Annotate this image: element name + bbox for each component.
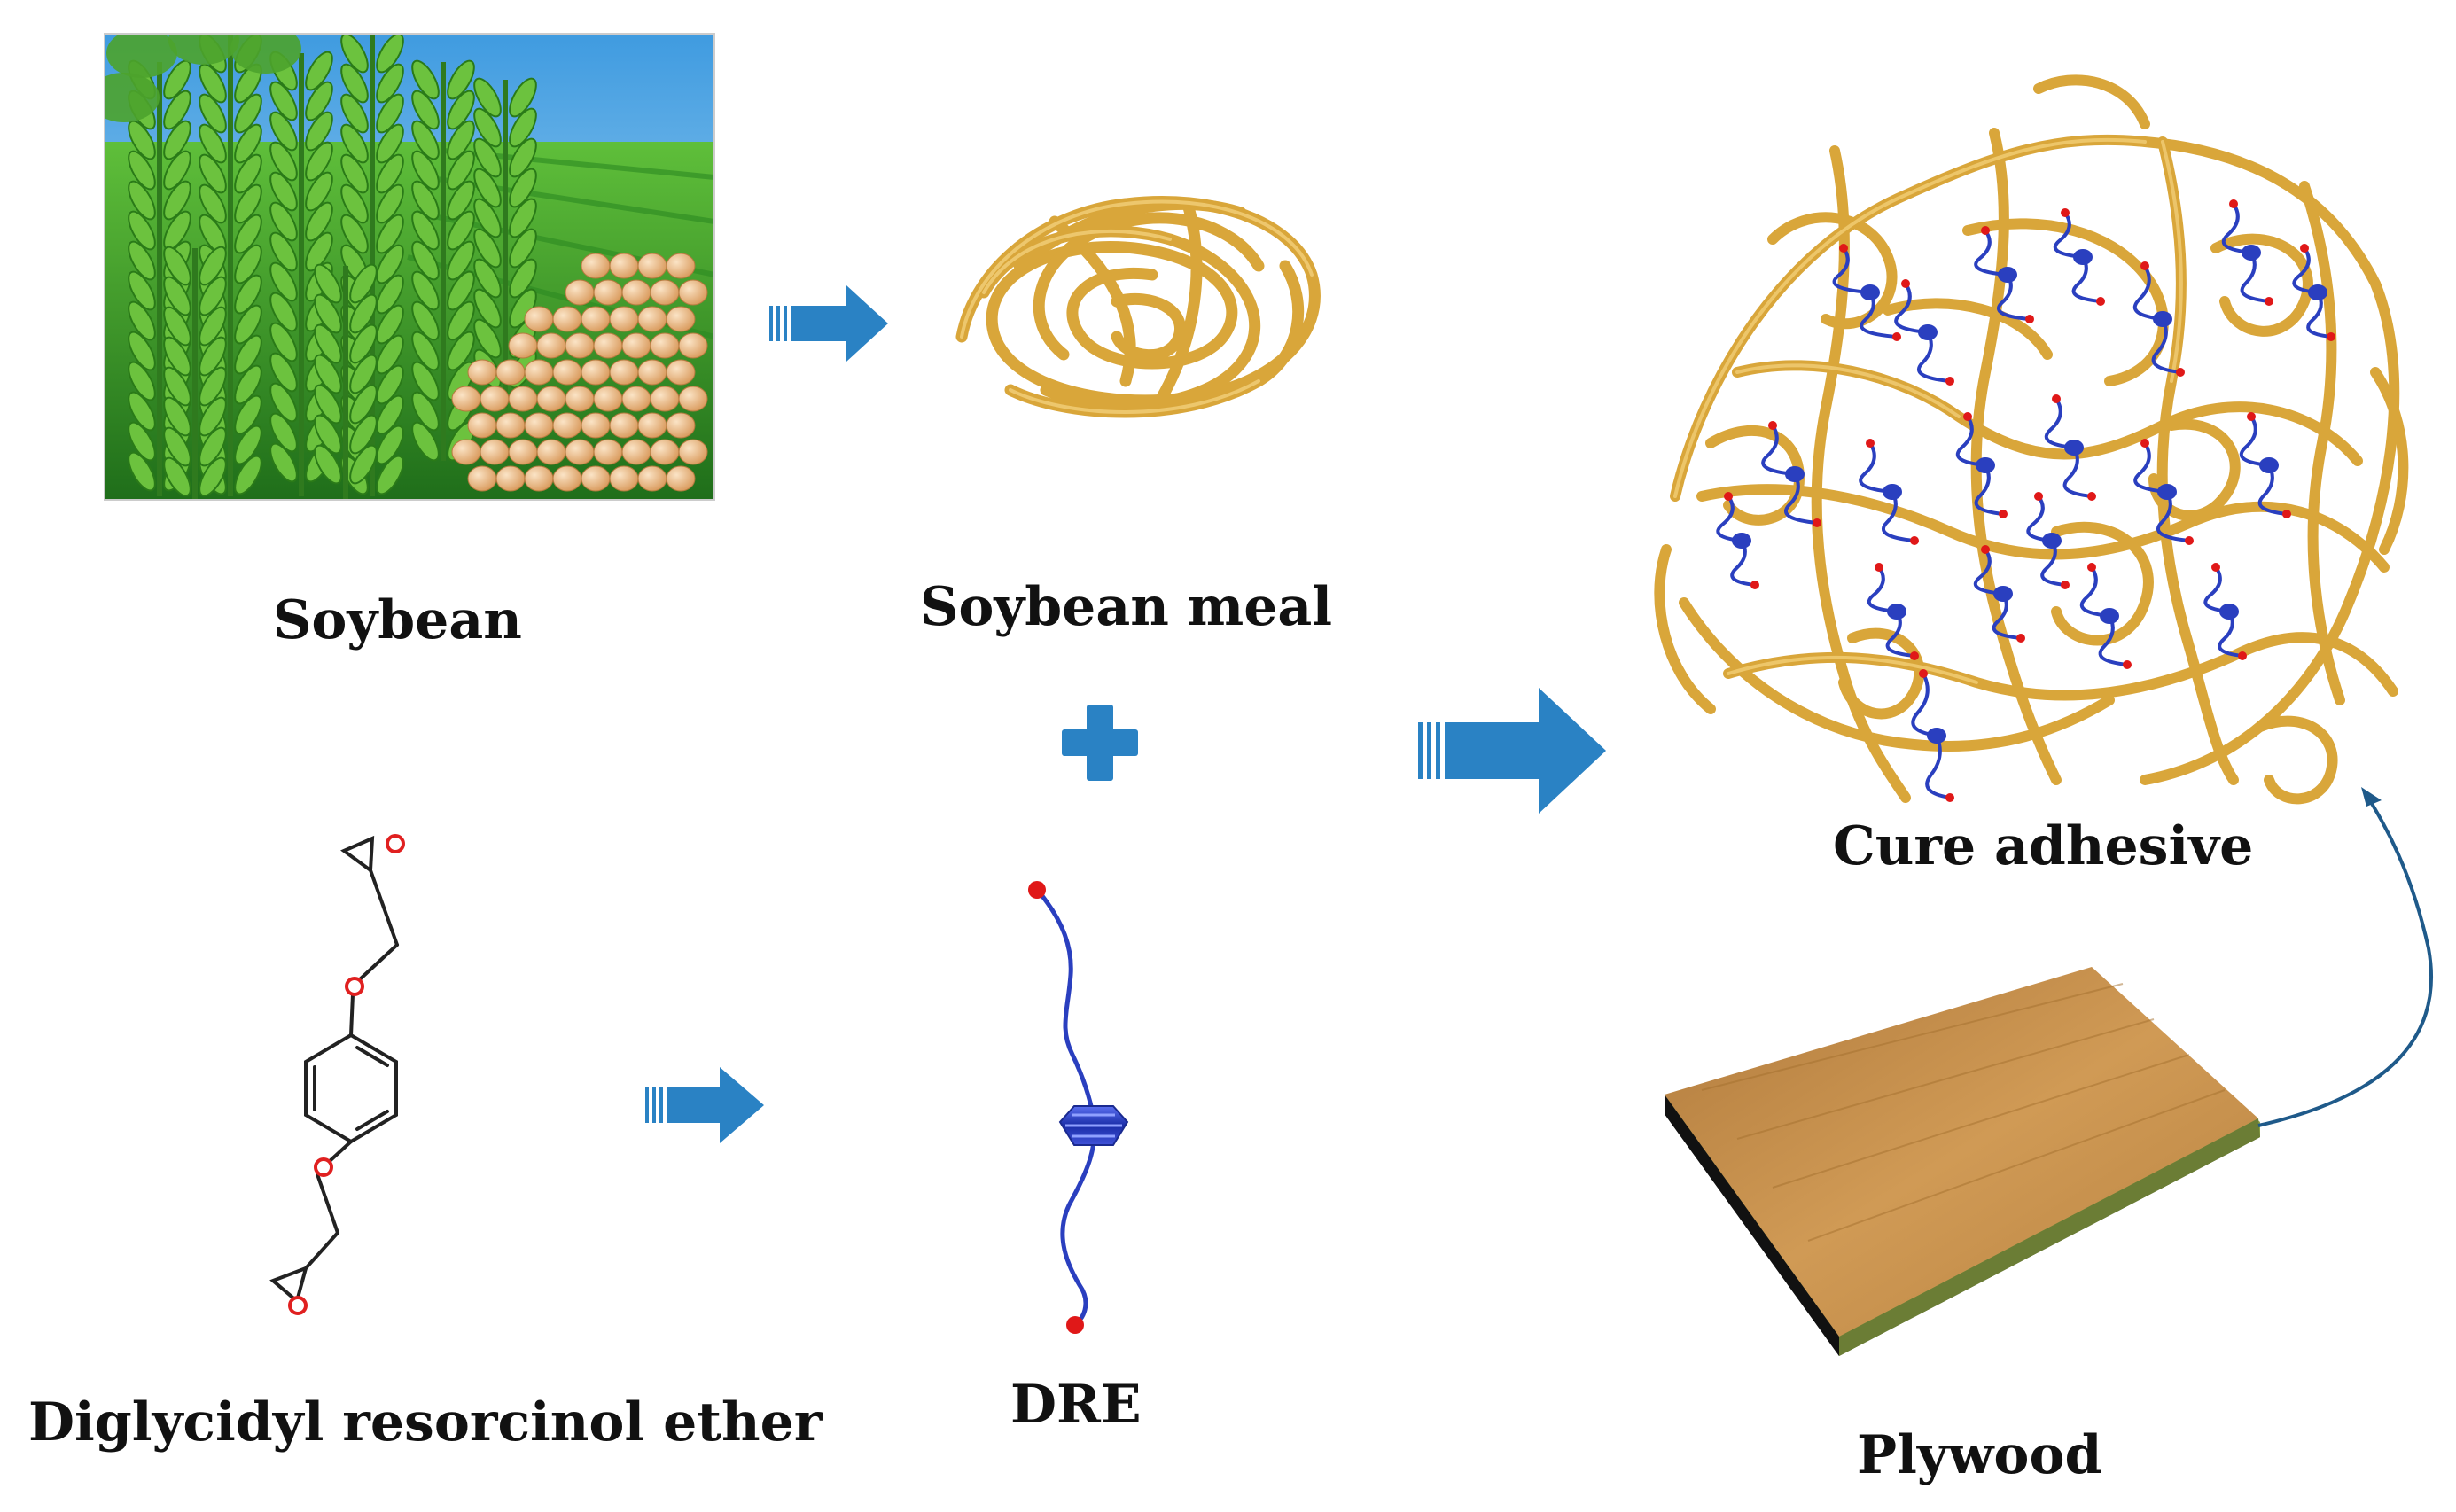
label-diglycidyl-resorcinol-ether: Diglycidyl resorcinol ether [28,1391,823,1454]
diglycidyl-ether-structure [269,835,399,1305]
oxygen-atoms [288,834,405,1315]
arrow-ether-to-dre [645,1067,764,1143]
arrow-to-cure-adhesive [1418,688,1606,814]
soybean-photo [105,34,714,500]
arrow-soybean-to-meal [769,285,888,362]
cure-adhesive-network [1654,74,2409,805]
label-soybean: Soybean [273,589,522,651]
plywood-board [1665,967,2260,1356]
label-dre: DRE [1010,1374,1142,1436]
label-soybean-meal: Soybean meal [920,576,1333,638]
label-cure-adhesive: Cure adhesive [1833,815,2254,877]
plus-icon [1062,705,1138,781]
dre-molecule [1028,881,1129,1334]
plywood-to-adhesive-arrow [2257,787,2434,1127]
label-plywood: Plywood [1857,1424,2102,1486]
